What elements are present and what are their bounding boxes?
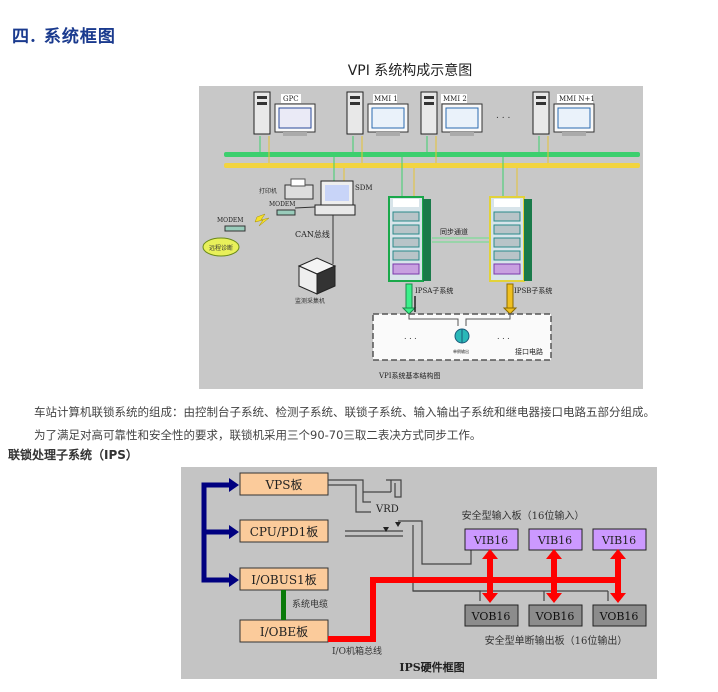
monitor-collector: 监测采集机 bbox=[295, 257, 337, 305]
network-bus-yellow bbox=[224, 163, 640, 168]
system-cable bbox=[281, 590, 286, 620]
board-vps: VPS板 bbox=[239, 472, 329, 496]
cabinet-ipsb bbox=[489, 196, 532, 282]
sub-heading-ips: 联锁处理子系统（IPS） bbox=[8, 448, 138, 462]
workstation-label: GPC bbox=[283, 95, 299, 103]
workstation-ellipsis: . . . bbox=[496, 111, 510, 121]
vib16-2: VIB16 bbox=[528, 528, 583, 551]
svg-text:CPU/PD1板: CPU/PD1板 bbox=[250, 525, 319, 539]
modem-label: MODEM bbox=[217, 217, 243, 224]
sdm-computer: SDM bbox=[314, 180, 373, 216]
output-boards-title: 安全型单断输出板（16位输出） bbox=[485, 634, 628, 647]
svg-text:VOB16: VOB16 bbox=[471, 610, 511, 623]
arrow-icon bbox=[229, 525, 239, 539]
svg-text:VPS板: VPS板 bbox=[265, 478, 303, 492]
vob16-2: VOB16 bbox=[528, 604, 583, 627]
svg-text:I/OBE板: I/OBE板 bbox=[260, 625, 308, 639]
printer-label: 打印机 bbox=[259, 187, 277, 195]
workstation-label: MMI N+1 bbox=[559, 95, 595, 103]
remote-diagnosis-cloud: 远程诊断 bbox=[202, 237, 240, 257]
svg-text:VOB16: VOB16 bbox=[535, 610, 575, 623]
network-bus-green bbox=[224, 152, 640, 157]
cabinet-ipsa bbox=[388, 196, 431, 282]
vrd-wiring bbox=[328, 479, 472, 582]
input-boards-title: 安全型输入板（16位输入） bbox=[462, 509, 585, 522]
svg-text:I/OBUS1板: I/OBUS1板 bbox=[251, 573, 316, 587]
svg-text:. . .: . . . bbox=[497, 332, 510, 341]
vib16-1: VIB16 bbox=[464, 528, 519, 551]
figure1-inner-caption: VPI系统基本结构图 bbox=[378, 371, 441, 380]
modem-1: MODEM bbox=[269, 201, 296, 216]
output-wiring bbox=[412, 582, 609, 601]
blue-arrows bbox=[201, 482, 229, 583]
workstation-mmi2: MMI 2 bbox=[420, 91, 483, 163]
bus-label: I/O机箱总线 bbox=[332, 645, 382, 657]
svg-text:VOB16: VOB16 bbox=[599, 610, 639, 623]
sync-channel-label: 同步通道 bbox=[440, 227, 468, 236]
cable-label: 系统电缆 bbox=[292, 598, 328, 610]
ipsb-label: IPSB子系统 bbox=[514, 286, 552, 295]
ipsa-label: IPSA子系统 bbox=[415, 286, 453, 295]
arrow-icon bbox=[229, 478, 239, 492]
svg-text:VIB16: VIB16 bbox=[601, 534, 636, 547]
lightning-icon bbox=[254, 213, 270, 227]
modem-label: MODEM bbox=[269, 201, 295, 208]
workstation-gpc: GPC bbox=[253, 91, 316, 163]
paragraph-composition: 车站计算机联锁系统的组成：由控制台子系统、检测子系统、联锁子系统、输入输出子系统… bbox=[34, 405, 655, 419]
io-chassis-bus bbox=[328, 555, 621, 642]
svg-text:远程诊断: 远程诊断 bbox=[209, 244, 233, 252]
board-cpu-pd1: CPU/PD1板 bbox=[239, 519, 329, 543]
interface-label: 接口电路 bbox=[515, 347, 543, 356]
vob16-1: VOB16 bbox=[464, 604, 519, 627]
printer: 打印机 bbox=[259, 178, 314, 200]
vob16-3: VOB16 bbox=[592, 604, 647, 627]
paragraph-reliability: 为了满足对高可靠性和安全性的要求，联锁机采用三个90-70三取二表决方式同步工作… bbox=[34, 428, 482, 442]
section-title: 四. 系统框图 bbox=[12, 27, 116, 47]
can-bus-label: CAN总线 bbox=[295, 229, 330, 239]
svg-text:VIB16: VIB16 bbox=[473, 534, 508, 547]
workstation-mmi-n1: MMI N+1 bbox=[532, 91, 595, 163]
vib16-3: VIB16 bbox=[592, 528, 647, 551]
workstation-label: MMI 1 bbox=[374, 95, 398, 103]
modem-2: MODEM bbox=[217, 217, 246, 232]
figure1-caption: VPI 系统构成示意图 bbox=[347, 63, 473, 79]
workstation-mmi1: MMI 1 bbox=[346, 91, 409, 163]
workstation-label: MMI 2 bbox=[443, 95, 467, 103]
vrd-label: VRD bbox=[375, 504, 399, 515]
svg-text:VIB16: VIB16 bbox=[537, 534, 572, 547]
board-iobus1: I/OBUS1板 bbox=[239, 567, 329, 591]
arrow-icon bbox=[229, 573, 239, 587]
ips-hardware-diagram: VPS板 CPU/PD1板 I/OBUS1板 I/OBE板 系统电缆 bbox=[181, 467, 657, 679]
figure2-caption: IPS硬件框图 bbox=[399, 660, 464, 674]
relay-label: 单倒输出 bbox=[453, 348, 469, 354]
board-iobe: I/OBE板 bbox=[239, 619, 329, 643]
vpi-system-diagram: GPC MMI 1 MMI 2 . . . bbox=[199, 86, 643, 389]
svg-text:. . .: . . . bbox=[404, 332, 417, 341]
monitor-label: 监测采集机 bbox=[295, 297, 325, 305]
sdm-label: SDM bbox=[355, 184, 373, 192]
